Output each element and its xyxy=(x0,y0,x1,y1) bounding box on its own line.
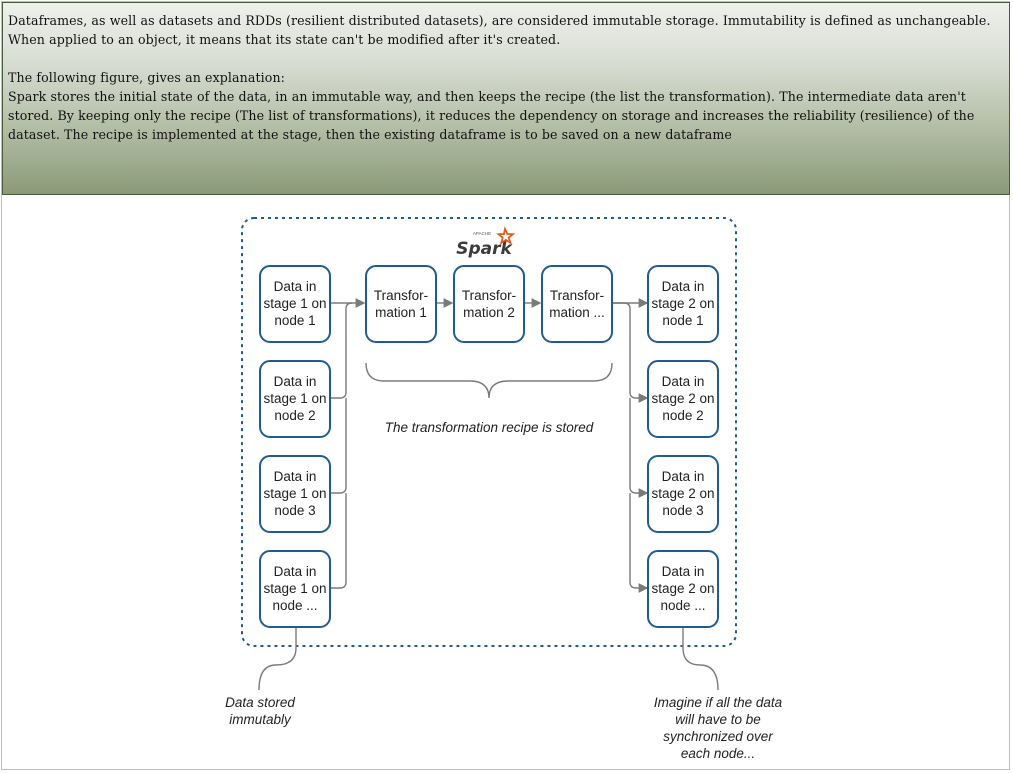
svg-text:node 3: node 3 xyxy=(662,503,703,518)
svg-text:Data in: Data in xyxy=(662,279,705,294)
svg-text:node 3: node 3 xyxy=(274,503,315,518)
intro-paragraph-2: The following figure, gives an explanati… xyxy=(8,70,286,85)
svg-text:stage 2 on: stage 2 on xyxy=(651,581,714,596)
svg-text:node ...: node ... xyxy=(272,598,317,613)
svg-text:Transfor-: Transfor- xyxy=(550,288,604,303)
svg-text:immutably: immutably xyxy=(229,712,292,727)
svg-text:node 2: node 2 xyxy=(274,408,315,423)
transformation-2: Transfor- mation 2 xyxy=(453,265,525,343)
svg-text:stage 1 on: stage 1 on xyxy=(263,581,326,596)
spark-logo-small-text: APACHE xyxy=(473,231,491,236)
right-callout-line xyxy=(682,628,719,691)
svg-text:stage 2 on: stage 2 on xyxy=(651,391,714,406)
svg-text:Transfor-: Transfor- xyxy=(462,288,516,303)
stage2-node-2: Data in stage 2 on node 2 xyxy=(647,360,719,438)
svg-text:each node...: each node... xyxy=(681,746,755,761)
svg-text:node ...: node ... xyxy=(660,598,705,613)
transformation-1: Transfor- mation 1 xyxy=(365,265,437,343)
stage2-column: Data in stage 2 on node 1 Data in stage … xyxy=(647,265,719,628)
svg-text:stage 1 on: stage 1 on xyxy=(263,296,326,311)
spark-logo-text: Spark xyxy=(456,239,513,259)
svg-text:Data in: Data in xyxy=(274,469,317,484)
svg-text:stage 2 on: stage 2 on xyxy=(651,296,714,311)
recipe-caption: The transformation recipe is stored xyxy=(385,420,594,435)
stage2-node-n: Data in stage 2 on node ... xyxy=(647,550,719,628)
stage1-column: Data in stage 1 on node 1 Data in stage … xyxy=(259,265,331,628)
intro-panel: Dataframes, as well as datasets and RDDs… xyxy=(2,2,1010,195)
intro-paragraph-3: Spark stores the initial state of the da… xyxy=(8,89,975,142)
svg-text:stage 2 on: stage 2 on xyxy=(651,486,714,501)
connectors xyxy=(258,298,719,691)
svg-text:will have to be: will have to be xyxy=(675,712,761,727)
transformation-n: Transfor- mation ... xyxy=(541,265,613,343)
svg-text:Data in: Data in xyxy=(274,279,317,294)
svg-text:Data in: Data in xyxy=(662,469,705,484)
stage1-node-n: Data in stage 1 on node ... xyxy=(259,550,331,628)
svg-text:stage 1 on: stage 1 on xyxy=(263,486,326,501)
svg-text:Data in: Data in xyxy=(274,564,317,579)
spark-logo: APACHE Spark xyxy=(456,226,516,259)
stage2-node-1: Data in stage 2 on node 1 xyxy=(647,265,719,343)
left-callout-line xyxy=(258,628,297,691)
intro-paragraph-1: Dataframes, as well as datasets and RDDs… xyxy=(8,13,991,47)
svg-text:synchronized over: synchronized over xyxy=(663,729,773,744)
svg-text:Data in: Data in xyxy=(274,374,317,389)
svg-text:Transfor-: Transfor- xyxy=(374,288,428,303)
svg-text:Data stored: Data stored xyxy=(225,695,295,710)
recipe-brace xyxy=(365,362,613,399)
svg-text:node 1: node 1 xyxy=(662,313,703,328)
left-callout: Data stored immutably xyxy=(225,695,295,727)
stage1-node-1: Data in stage 1 on node 1 xyxy=(259,265,331,343)
stage1-node-3: Data in stage 1 on node 3 xyxy=(259,455,331,533)
right-callout: Imagine if all the data will have to be … xyxy=(654,695,783,761)
svg-text:node 1: node 1 xyxy=(274,313,315,328)
svg-text:mation ...: mation ... xyxy=(549,305,605,320)
spark-star-icon xyxy=(496,226,516,246)
svg-text:mation 1: mation 1 xyxy=(375,305,427,320)
transformations-row: Transfor- mation 1 Transfor- mation 2 Tr… xyxy=(365,265,613,343)
svg-text:Data in: Data in xyxy=(662,374,705,389)
stage2-node-3: Data in stage 2 on node 3 xyxy=(647,455,719,533)
svg-text:mation 2: mation 2 xyxy=(463,305,515,320)
svg-text:Data in: Data in xyxy=(662,564,705,579)
svg-text:node 2: node 2 xyxy=(662,408,703,423)
svg-text:stage 1 on: stage 1 on xyxy=(263,391,326,406)
stage1-node-2: Data in stage 1 on node 2 xyxy=(259,360,331,438)
svg-text:Imagine if all the data: Imagine if all the data xyxy=(654,695,783,710)
